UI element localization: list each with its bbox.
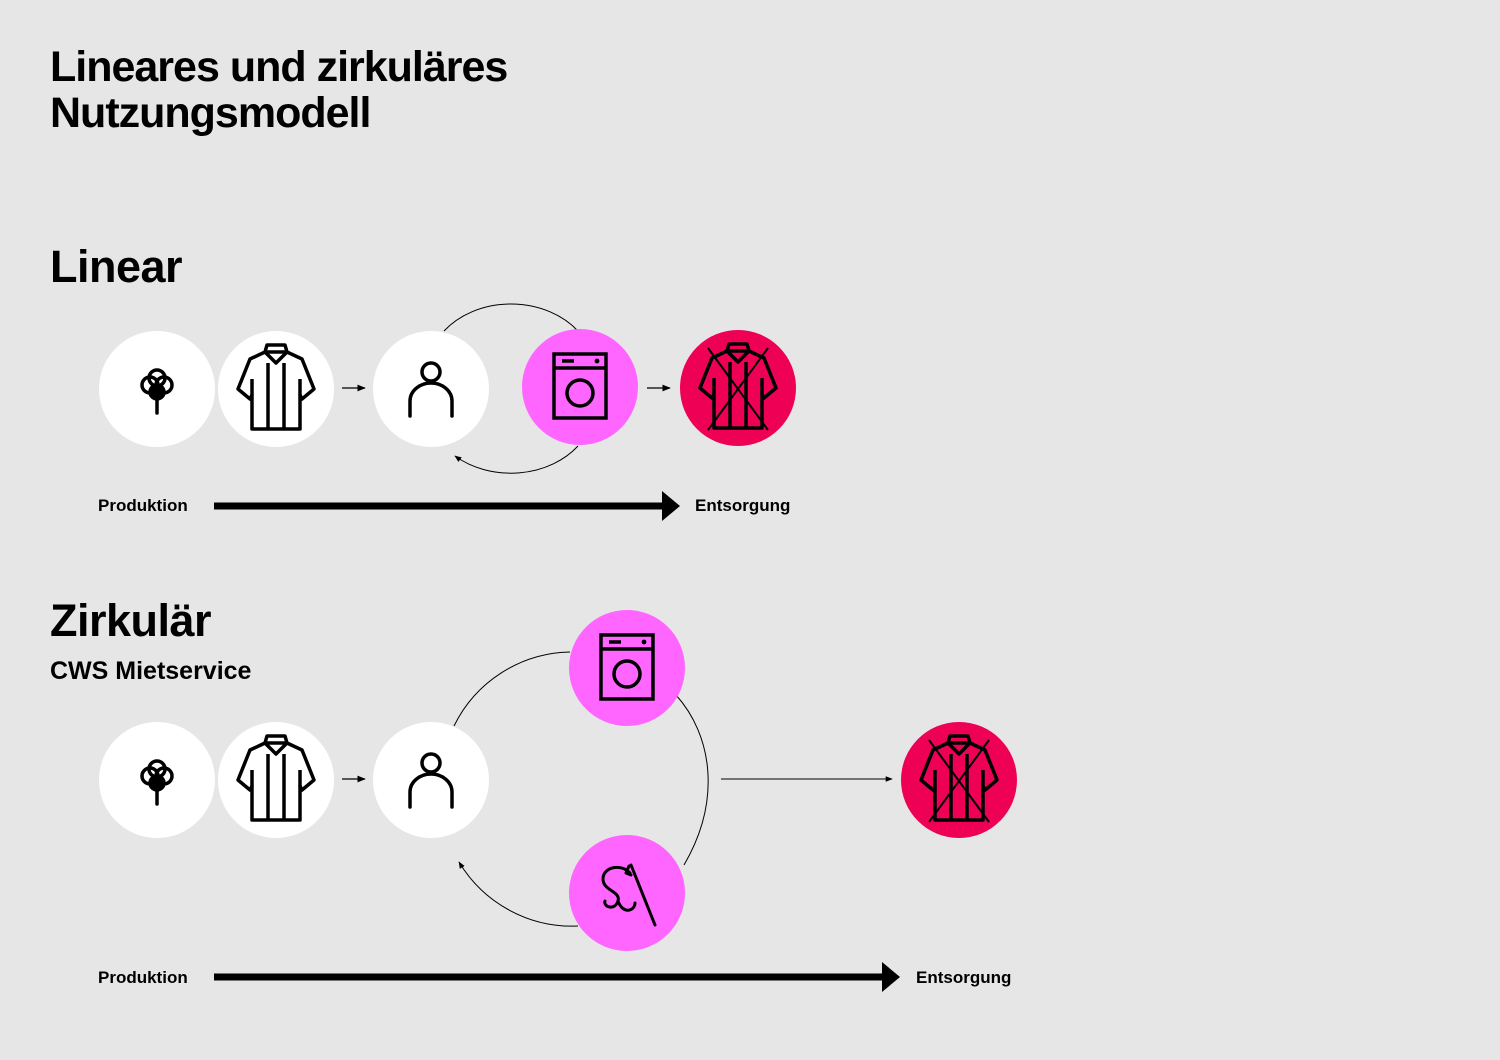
circular-node-repair <box>569 835 685 951</box>
circular-axis-start-label: Produktion <box>98 968 188 987</box>
linear-axis-end-label: Entsorgung <box>695 496 791 515</box>
circular-flow <box>99 610 1017 992</box>
linear-timeline-arrowhead <box>662 491 680 521</box>
circular-node-shirt <box>218 722 334 838</box>
linear-flow <box>99 303 796 521</box>
linear-loop-top-arc <box>443 303 579 332</box>
linear-node-shirt <box>218 331 334 447</box>
circular-axis-end-label: Entsorgung <box>916 968 1012 987</box>
title-line-1: Lineares und zirkuläres <box>50 43 508 91</box>
linear-node-person <box>373 331 489 447</box>
circular-subheading: CWS Mietservice <box>50 657 252 685</box>
circular-node-person <box>373 722 489 838</box>
linear-axis-start-label: Produktion <box>98 496 188 515</box>
circular-return-arrow <box>458 861 579 927</box>
linear-loop-return-arrow <box>454 445 579 474</box>
circular-node-washing <box>569 610 685 726</box>
circular-arc-washing-to-repair <box>675 694 709 866</box>
circular-timeline-arrowhead <box>882 962 900 992</box>
circular-heading: Zirkulär <box>50 595 212 646</box>
page-title: Lineares und zirkuläres Nutzungsmodell <box>50 43 508 137</box>
linear-node-washing <box>522 329 638 445</box>
linear-heading: Linear <box>50 241 183 292</box>
title-line-2: Nutzungsmodell <box>50 89 371 137</box>
circular-arc-person-to-washing <box>453 651 571 727</box>
